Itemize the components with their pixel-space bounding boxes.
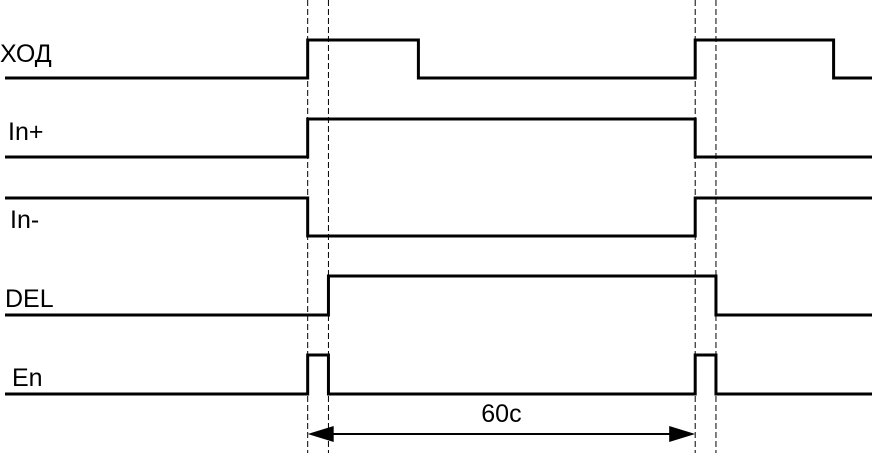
signal-label-del: DEL bbox=[5, 285, 54, 313]
signal-label-in-plus: In+ bbox=[8, 118, 43, 146]
dimension-arrow-right bbox=[669, 426, 696, 442]
waveform-en bbox=[5, 353, 872, 396]
time-dimension: 60с bbox=[307, 400, 696, 442]
waveform-in-minus bbox=[5, 196, 872, 238]
waveform-del bbox=[5, 274, 872, 317]
signal-label-in-minus: In- bbox=[10, 206, 39, 234]
signal-label-en: En bbox=[12, 364, 43, 392]
dimension-arrow-left bbox=[307, 426, 334, 442]
guide-lines bbox=[307, 0, 717, 453]
waveform-hod bbox=[5, 38, 872, 80]
signal-label-hod: ХОД bbox=[0, 40, 52, 68]
signal-labels: ХОД In+ In- DEL En bbox=[0, 40, 54, 392]
dimension-label: 60с bbox=[481, 400, 521, 428]
waveforms bbox=[5, 38, 872, 396]
waveform-in-plus bbox=[5, 117, 872, 159]
